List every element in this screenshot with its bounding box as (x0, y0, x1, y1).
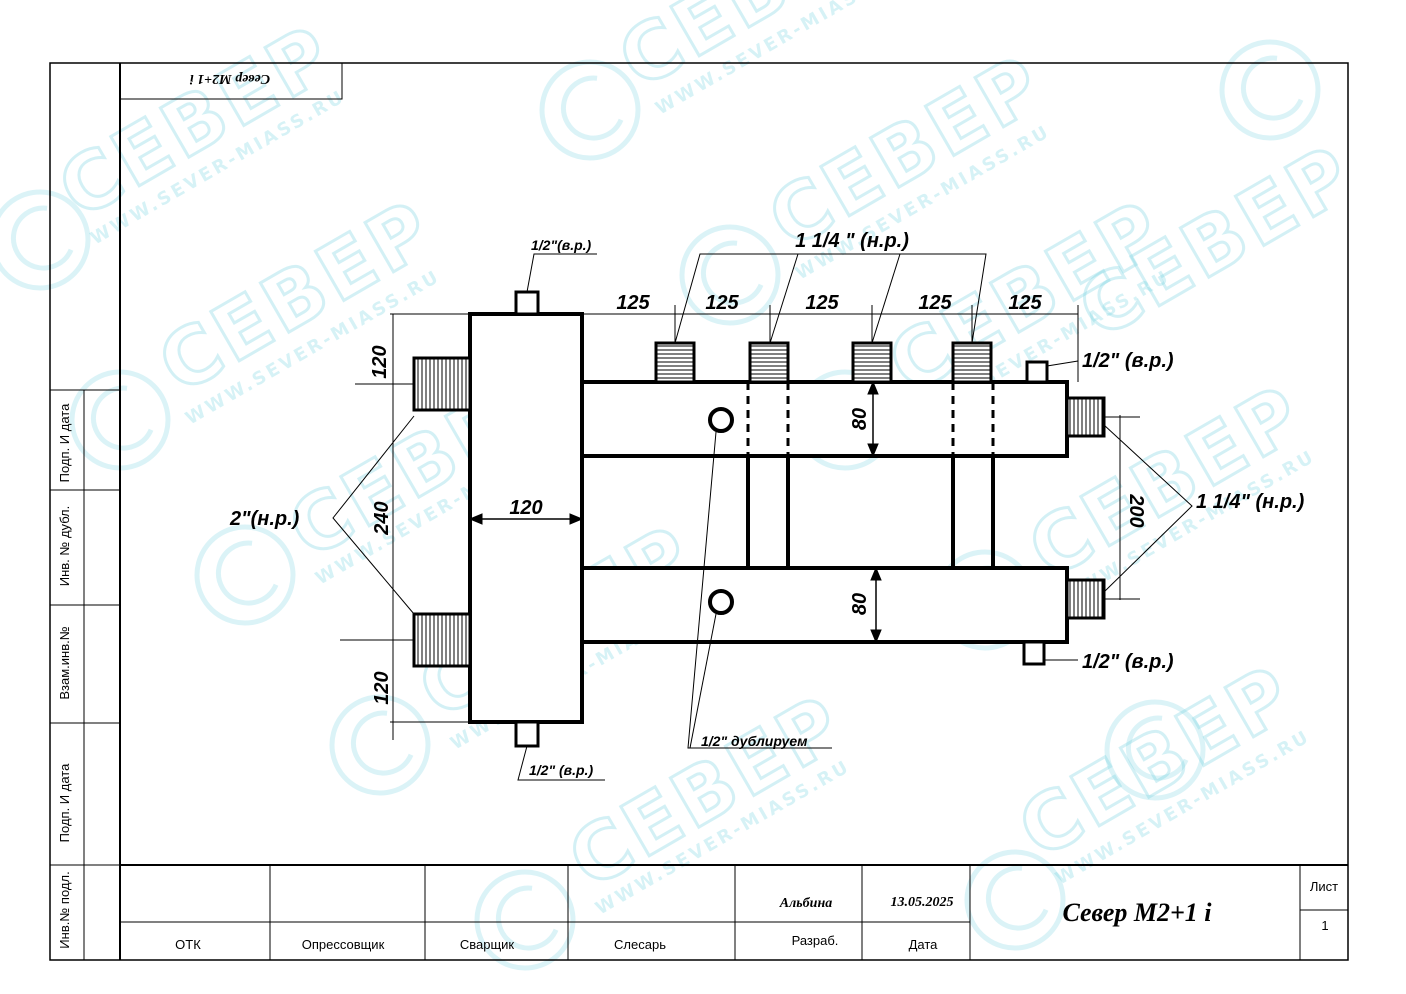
right-bottom-port (1022, 640, 1046, 666)
dim-spacing-5: 125 (1008, 292, 1042, 314)
watermark-layer: СЕВЕР WWW.SEVER-MIASS.RU СЕВЕР WWW.SEVER… (0, 0, 1371, 971)
sensor-port-bottom (708, 589, 734, 615)
date-label: Дата (909, 937, 939, 952)
bottom-pipe (580, 566, 1069, 644)
dim-left-bottom: 120 (371, 671, 393, 704)
manifold (468, 290, 1069, 748)
dimension-lines (332, 253, 1193, 781)
label-top-outlets: 1 1/4 " (н.р.) (795, 230, 909, 252)
dim-body-width: 120 (509, 497, 542, 519)
internal-dashes (746, 382, 995, 456)
side-stamp-orig-inv: Инв.№ подл. (57, 871, 72, 948)
side-stamp-dup-inv: Инв. № дубл. (57, 506, 72, 587)
side-stamp-replace-inv: Взам.инв.№ (57, 626, 72, 699)
stamp-otk: ОТК (175, 937, 201, 952)
top-outlets (654, 341, 993, 384)
dim-spacing-2: 125 (705, 292, 739, 314)
stamp-presser: Опрессовщик (302, 937, 385, 952)
stamp-welder: Сварщик (460, 937, 515, 952)
dim-spacing-3: 125 (805, 292, 839, 314)
dim-top-pipe-height: 80 (849, 408, 871, 430)
dim-left-top: 120 (369, 345, 391, 378)
date-value: 13.05.2025 (891, 895, 954, 910)
bottom-port (514, 720, 540, 748)
right-top-port (1025, 360, 1049, 384)
dim-spacing-4: 125 (918, 292, 952, 314)
label-right-outlets: 1 1/4" (н.р.) (1196, 491, 1305, 513)
separator-body (468, 312, 584, 724)
side-stamp-sign-date: Подп. И дата (57, 403, 72, 482)
dim-left-mid: 240 (371, 501, 393, 535)
label-right-bottom-port: 1/2" (в.р.) (1082, 651, 1174, 673)
header-box-title: Север М2+1 i (190, 71, 270, 86)
label-duplicate-note: 1/2" дублируем (701, 733, 808, 749)
dim-right-spacing: 200 (1125, 493, 1147, 527)
title-block (120, 865, 1348, 960)
top-port (514, 290, 540, 316)
sheet-frame (49, 62, 1349, 961)
side-stamp-sign-date-2: Подп. И дата (57, 763, 72, 842)
drawing-title: Север М2+1 i (1062, 898, 1212, 927)
sheet-number: 1 (1321, 918, 1328, 933)
label-top-port: 1/2"(в.р.) (531, 237, 592, 253)
label-left-inlets: 2"(н.р.) (229, 508, 300, 530)
label-right-top-port: 1/2" (в.р.) (1082, 350, 1174, 372)
dim-spacing-1: 125 (616, 292, 650, 314)
developer-role: Разраб. (792, 933, 839, 948)
dim-bottom-pipe-height: 80 (849, 593, 871, 615)
sheet-label: Лист (1310, 879, 1338, 894)
sensor-port-top (708, 407, 734, 433)
developer-name: Альбина (779, 896, 832, 911)
label-bottom-port: 1/2" (в.р.) (529, 762, 593, 778)
stamp-fitter: Слесарь (614, 937, 666, 952)
